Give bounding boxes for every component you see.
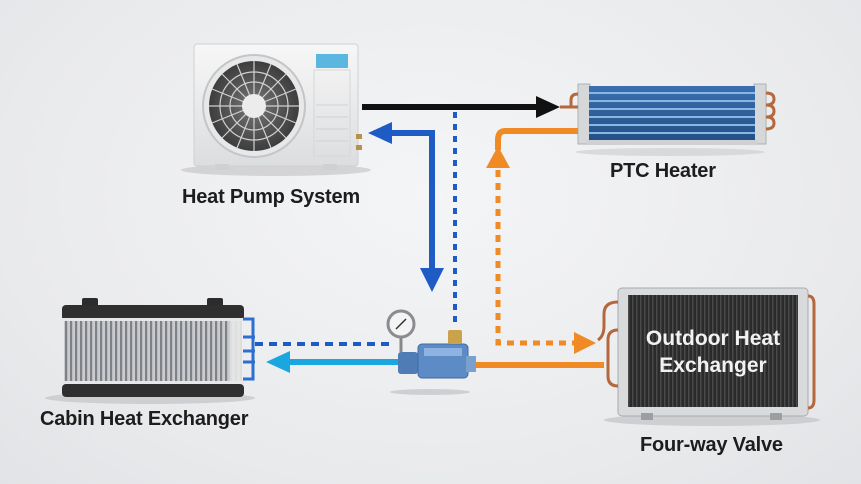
flow-valve-to-cabin: [266, 351, 398, 373]
flow-orange-to-ptc: [486, 128, 596, 354]
outdoor-heat-exchanger-unit: [597, 287, 820, 426]
label-outdoor-line2: Exchanger: [659, 354, 767, 377]
label-ptc-heater: PTC Heater: [610, 160, 716, 182]
label-outdoor-line1: Outdoor Heat: [645, 327, 781, 350]
label-outdoor-heat-exchanger: Outdoor Heat Exchanger: [628, 325, 798, 379]
valve-with-gauge-icon: [386, 309, 476, 395]
flow-blue-return: [368, 122, 444, 292]
heat-pump-unit: [181, 43, 371, 176]
flow-heatpump-to-ptc: [362, 96, 578, 118]
label-heat-pump-system: Heat Pump System: [182, 186, 360, 208]
display-panel: [316, 54, 348, 68]
ptc-heater-unit: [569, 83, 776, 156]
label-cabin-heat-exchanger: Cabin Heat Exchanger: [40, 408, 249, 430]
label-four-way-valve: Four-way Valve: [640, 434, 783, 456]
cabin-heat-exchanger-unit: [45, 298, 255, 404]
